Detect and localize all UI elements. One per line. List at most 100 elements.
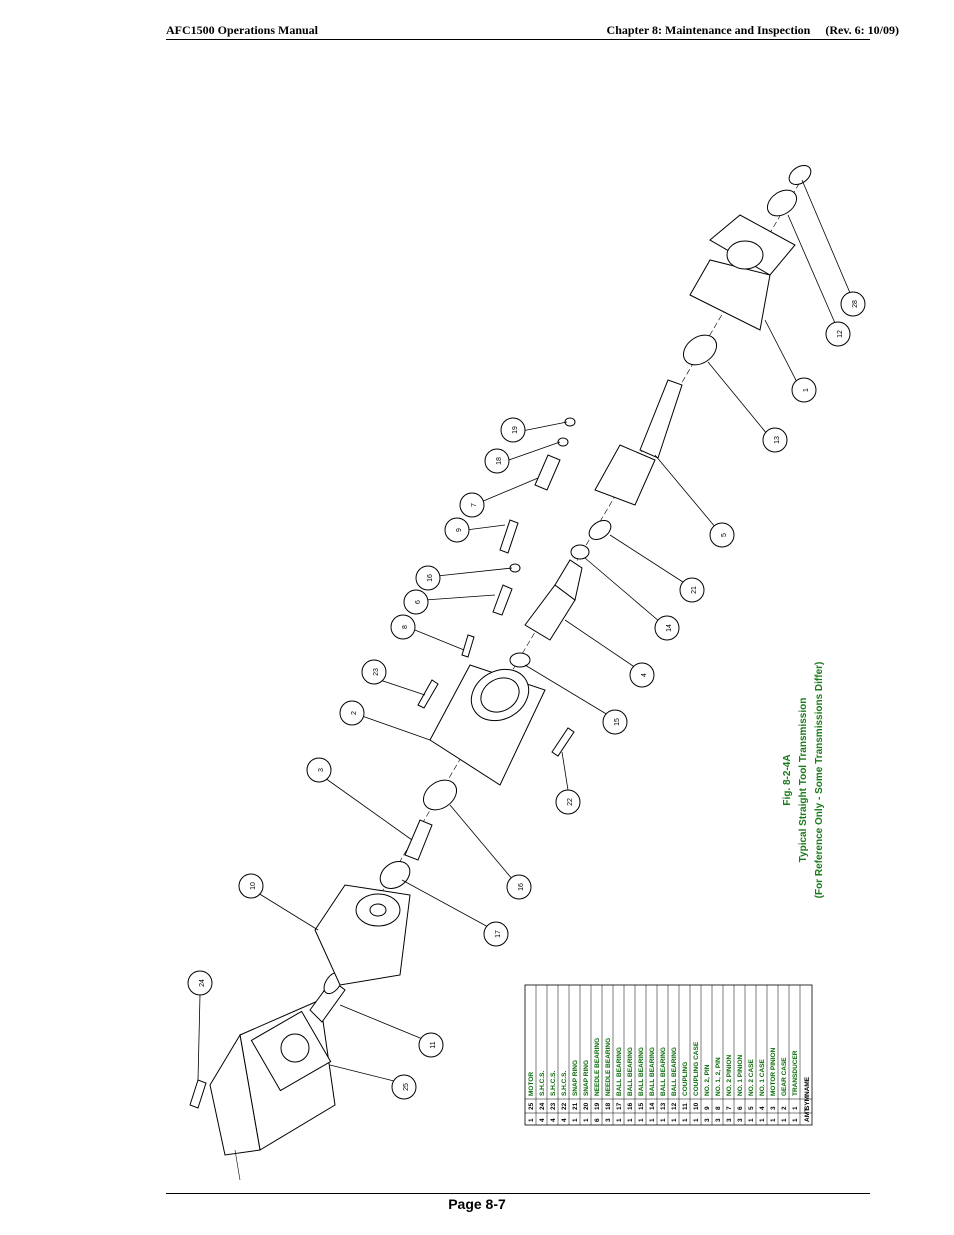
parts-table-sym: 4 (759, 1106, 766, 1110)
parts-table-amt: 1 (759, 1118, 766, 1122)
parts-table-sym: 25 (528, 1102, 535, 1110)
svg-text:24: 24 (199, 979, 206, 987)
parts-table-amt: 3 (737, 1118, 744, 1122)
svg-text:16: 16 (518, 883, 525, 891)
callout-23: 23 (361, 659, 426, 696)
svg-text:13: 13 (774, 436, 781, 444)
parts-table-header-sym: SYM (804, 1096, 811, 1110)
svg-text:15: 15 (614, 718, 621, 726)
callout-17: 17 (401, 879, 509, 947)
svg-text:11: 11 (430, 1041, 437, 1048)
callout-2: 2 (339, 700, 431, 741)
svg-text:3: 3 (318, 768, 325, 772)
parts-table-sym: 17 (616, 1102, 623, 1110)
parts-table-name: BALL BEARING (671, 1047, 678, 1096)
callout-18a: 18 (484, 441, 561, 474)
svg-text:12: 12 (837, 330, 844, 338)
callout-10: 10 (238, 873, 319, 931)
callout-15: 15 (524, 664, 628, 735)
screw-22-part (551, 727, 575, 757)
svg-text:23: 23 (373, 668, 380, 676)
parts-table-name: S.H.C.S. (550, 1071, 557, 1096)
parts-table-name: TRANSDUCER (792, 1050, 799, 1096)
parts-table-sym: 12 (671, 1102, 678, 1110)
svg-text:10: 10 (250, 882, 257, 890)
callout-28: 28 (801, 179, 866, 317)
motor-pinion-part (404, 819, 433, 861)
callout-3: 3 (306, 757, 413, 841)
parts-table-amt: 4 (561, 1118, 568, 1122)
parts-table-amt: 3 (726, 1118, 733, 1122)
parts-table-sym: 23 (550, 1102, 557, 1110)
parts-table-name: BALL BEARING (649, 1047, 656, 1096)
parts-table-amt: 1 (748, 1118, 755, 1122)
no2-case-part (594, 379, 683, 506)
parts-table-amt: 1 (528, 1118, 535, 1122)
parts-table-name: S.H.C.S. (561, 1071, 568, 1096)
parts-table-name: MOTOR PINION (770, 1047, 777, 1096)
header-manual-title: AFC1500 Operations Manual (166, 23, 319, 37)
needle-bearing-18-b-part (557, 437, 569, 447)
svg-text:9: 9 (456, 528, 463, 532)
parts-table-name: NO. 2 CASE (748, 1058, 755, 1096)
parts-table-name: NEEDLE BEARING (594, 1038, 601, 1096)
parts-table-name: BALL BEARING (627, 1047, 634, 1096)
bearing-13-part (682, 334, 718, 366)
pinion-7-part (534, 454, 561, 491)
pin-9-part (499, 519, 519, 554)
motor-part (209, 999, 336, 1181)
parts-table-amt: 6 (594, 1118, 601, 1122)
parts-table-name: MOTOR (528, 1072, 535, 1096)
parts-table: 125MOTOR424S.H.C.S.423S.H.C.S.422S.H.C.S… (524, 984, 813, 1126)
parts-table-name: NO. 1 CASE (759, 1058, 766, 1096)
parts-table-amt: 1 (781, 1118, 788, 1122)
parts-table-header-name: NAME (804, 1076, 811, 1096)
callout-19: 19 (500, 417, 568, 443)
parts-table-sym: 7 (726, 1106, 733, 1110)
callout-13: 13 (707, 361, 788, 453)
callout-9: 9 (444, 517, 506, 543)
parts-table-sym: 18 (605, 1102, 612, 1110)
callout-16b: 16 (449, 804, 532, 900)
parts-table-amt: 1 (693, 1118, 700, 1122)
no1-case-part (524, 559, 583, 641)
callout-21: 21 (609, 534, 705, 603)
header-rule (166, 39, 870, 40)
parts-table-border (524, 984, 813, 1126)
parts-table-name: COUPLING (682, 1062, 689, 1096)
coupling-case-part (314, 884, 411, 986)
parts-table-amt: 3 (704, 1118, 711, 1122)
parts-table-name: NO. 1 PINION (737, 1055, 744, 1096)
parts-table-sym: 10 (693, 1102, 700, 1110)
parts-table-amt: 1 (572, 1118, 579, 1122)
svg-text:25: 25 (403, 1083, 410, 1091)
parts-table-sym: 2 (781, 1106, 788, 1110)
callout-24: 24 (187, 970, 213, 1081)
parts-table-sym: 3 (770, 1106, 777, 1110)
callout-6: 6 (403, 589, 496, 615)
parts-table-sym: 16 (627, 1102, 634, 1110)
parts-table-sym: 14 (649, 1102, 656, 1110)
figure-number: Fig. 8-2-4A (782, 754, 793, 805)
parts-table-name: NEEDLE BEARING (605, 1038, 612, 1096)
parts-table-amt: 1 (616, 1118, 623, 1122)
parts-table-sym: 13 (660, 1102, 667, 1110)
figure-caption: Fig. 8-2-4A Typical Straight Tool Transm… (782, 662, 825, 899)
parts-table-name: NO. 2 PINION (726, 1055, 733, 1096)
pinion-6-part (492, 584, 513, 616)
parts-table-sym: 9 (704, 1106, 711, 1110)
transducer-part (689, 214, 796, 331)
bearing-14-part (570, 544, 590, 560)
parts-table-name: NO. 1, 2, PIN (715, 1057, 722, 1096)
parts-table-amt: 1 (792, 1118, 799, 1122)
parts-table-sym: 19 (594, 1102, 601, 1110)
svg-text:17: 17 (495, 930, 502, 938)
svg-text:7: 7 (471, 503, 478, 507)
figure-title: Typical Straight Tool Transmission (798, 698, 809, 863)
bearing-15-part (509, 652, 531, 668)
header-chapter-title: Chapter 8: Maintenance and Inspection (R… (606, 23, 899, 37)
parts-table-name: GEAR CASE (781, 1057, 788, 1096)
screw-24-part (189, 1079, 207, 1109)
parts-table-name: NO. 2, PIN (704, 1064, 711, 1096)
svg-text:8: 8 (402, 625, 409, 629)
